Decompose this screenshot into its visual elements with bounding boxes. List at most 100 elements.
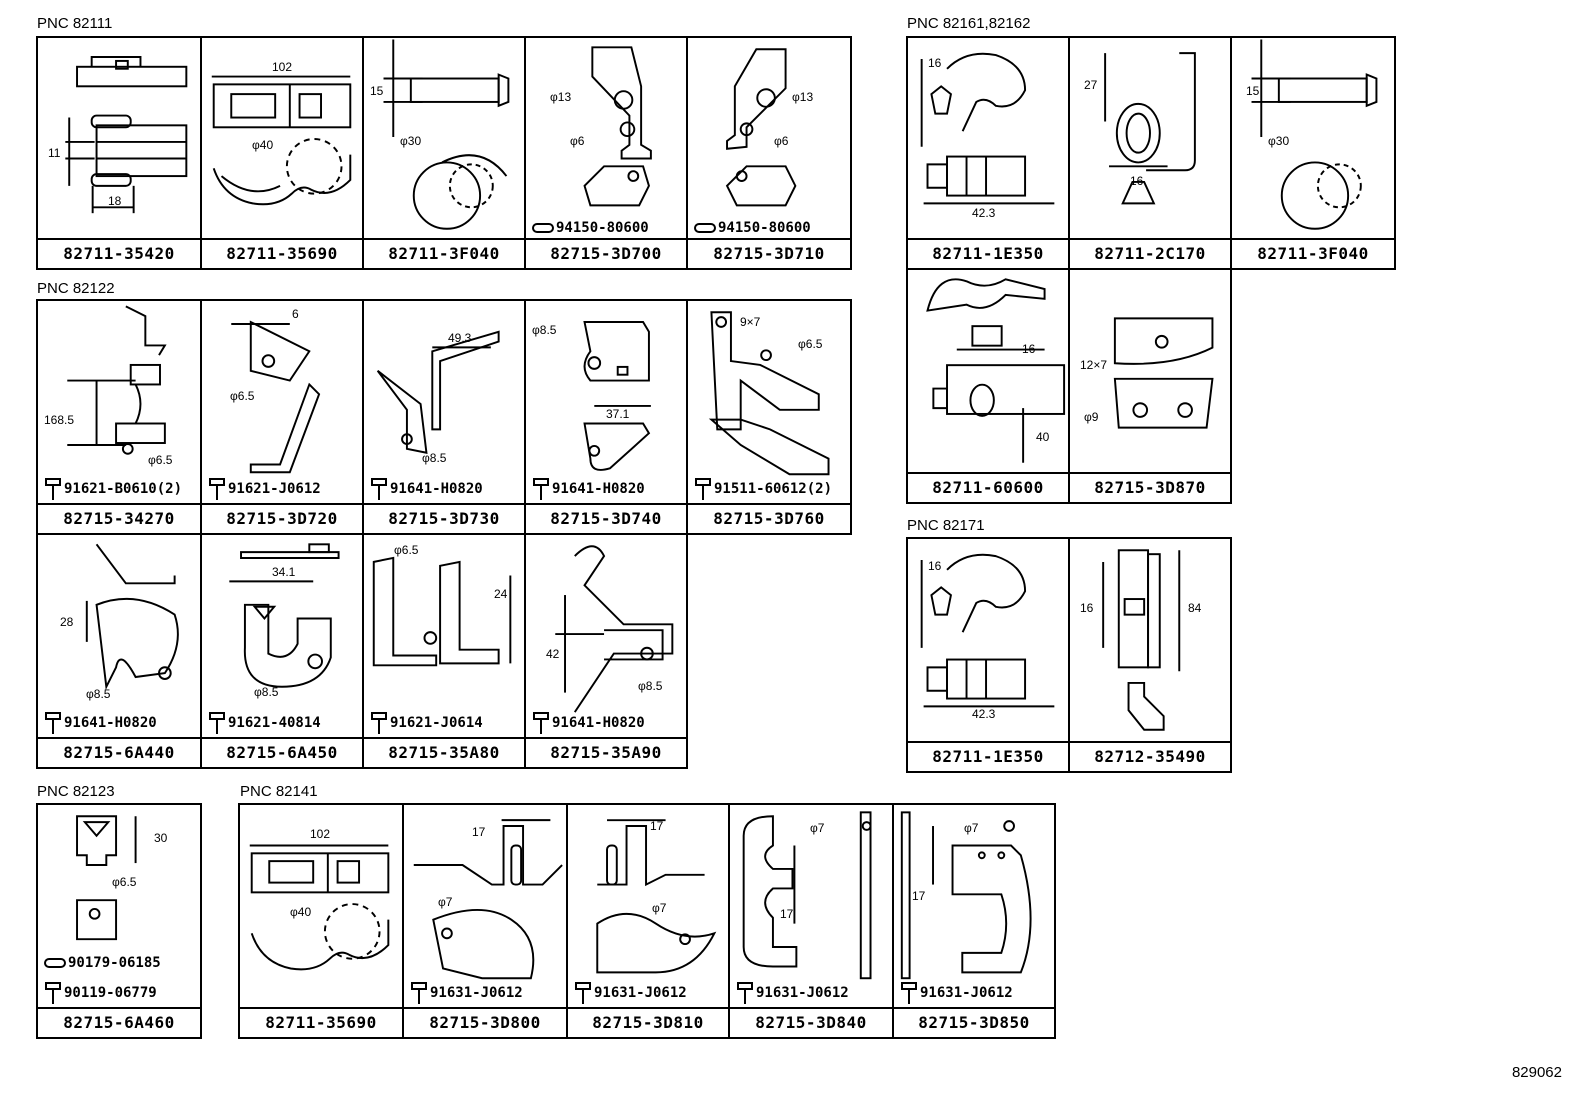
part-cell-82715-6A440[interactable]: 28 φ8.5 91641-H0820 82715-6A440	[36, 533, 202, 769]
part-cell-82715-3D700[interactable]: φ13 φ6 94150-80600 82715-3D700	[524, 36, 688, 270]
fastener: 90179-06185	[44, 955, 161, 971]
part-number: 82711-3F040	[364, 238, 524, 268]
part-cell-82715-6A460[interactable]: 30 φ6.5 90179-06185 90119-06779 82715-6A…	[36, 803, 202, 1039]
section-title-82111: PNC 82111	[37, 15, 113, 32]
dim-label: 16	[1022, 342, 1036, 356]
part-cell-82715-3D800[interactable]: 17 φ7 91631-J0612 82715-3D800	[402, 803, 568, 1039]
part-drawing	[526, 535, 686, 739]
part-cell-82711-3F040[interactable]: 15 φ30 82711-3F040	[362, 36, 526, 270]
part-drawing	[1070, 38, 1230, 240]
part-cell-82715-3D730[interactable]: 49.3 φ8.5 91641-H0820 82715-3D730	[362, 299, 526, 535]
dim-label: φ6.5	[394, 543, 419, 557]
bolt-icon	[45, 982, 61, 1004]
section-title-82141: PNC 82141	[240, 783, 318, 800]
dim-label: 102	[272, 60, 293, 74]
dim-label: 30	[154, 831, 168, 845]
part-cell-82715-3D760[interactable]: 9×7 φ6.5 91511-60612(2) 82715-3D760	[686, 299, 852, 535]
part-number: 82715-35A90	[526, 737, 686, 767]
fastener: 91621-40814	[208, 711, 321, 735]
part-drawing	[202, 38, 362, 240]
part-cell-82715-35A80[interactable]: φ6.5 24 91621-J0614 82715-35A80	[362, 533, 526, 769]
dim-label: 168.5	[44, 413, 75, 427]
fastener: 91631-J0612	[574, 981, 687, 1005]
part-cell-82711-3F040-b[interactable]: 15 φ30 82711-3F040	[1230, 36, 1396, 270]
dim-label: φ40	[290, 905, 312, 919]
dim-label: φ6.5	[230, 389, 255, 403]
part-drawing	[202, 301, 362, 505]
clip-icon	[694, 223, 716, 233]
dim-label: 11	[48, 146, 61, 160]
part-number: 82711-2C170	[1070, 238, 1230, 268]
dim-label: φ7	[652, 901, 667, 915]
dim-label: 15	[370, 84, 384, 98]
part-cell-82711-35690[interactable]: 102 φ40 82711-35690	[200, 36, 364, 270]
dim-label: φ7	[810, 821, 825, 835]
dim-label: φ30	[400, 134, 422, 148]
part-number: 82711-35690	[240, 1007, 402, 1037]
dim-label: 49.3	[448, 331, 472, 345]
part-drawing	[364, 535, 524, 739]
dim-label: 42.3	[972, 206, 996, 220]
part-cell-82711-35420[interactable]: 11 18 82711-35420	[36, 36, 202, 270]
dim-label: φ6	[570, 134, 585, 148]
part-number: 82715-34270	[38, 503, 200, 533]
part-cell-82715-3D840[interactable]: φ7 17 91631-J0612 82715-3D840	[728, 803, 894, 1039]
part-number: 82711-35420	[38, 238, 200, 268]
fastener: 91631-J0612	[900, 981, 1013, 1005]
part-cell-82715-3D870[interactable]: 12×7 φ9 82715-3D870	[1068, 268, 1232, 504]
dim-label: 17	[650, 819, 664, 833]
part-drawing	[38, 38, 200, 240]
part-drawing	[202, 535, 362, 739]
part-number: 82715-3D810	[568, 1007, 728, 1037]
part-cell-82715-35A90[interactable]: 42 φ8.5 91641-H0820 82715-35A90	[524, 533, 688, 769]
part-number: 82715-3D710	[688, 238, 850, 268]
part-cell-82711-2C170[interactable]: 27 16 82711-2C170	[1068, 36, 1232, 270]
part-cell-82715-3D720[interactable]: 6 φ6.5 91621-J0612 82715-3D720	[200, 299, 364, 535]
bolt-icon	[209, 478, 225, 500]
bolt-icon	[45, 478, 61, 500]
part-drawing	[526, 301, 686, 505]
bolt-icon	[533, 478, 549, 500]
part-cell-82715-3D710[interactable]: φ13 φ6 94150-80600 82715-3D710	[686, 36, 852, 270]
part-cell-82711-1E350[interactable]: 16 42.3 82711-1E350	[906, 36, 1070, 270]
dim-label: 9×7	[740, 315, 761, 329]
part-cell-82715-3D740[interactable]: φ8.5 37.1 91641-H0820 82715-3D740	[524, 299, 688, 535]
part-drawing	[908, 38, 1068, 240]
fastener: 91621-J0614	[370, 711, 483, 735]
dim-label: 16	[1130, 174, 1144, 188]
part-drawing	[38, 535, 200, 739]
dim-label: 17	[472, 825, 486, 839]
dim-label: φ7	[438, 895, 453, 909]
bolt-icon	[695, 478, 711, 500]
part-drawing	[38, 805, 200, 1009]
part-drawing	[1232, 38, 1394, 240]
dim-label: 6	[292, 307, 299, 321]
bolt-icon	[45, 712, 61, 734]
part-drawing	[908, 539, 1068, 743]
part-number: 82715-35A80	[364, 737, 524, 767]
part-cell-82712-35490[interactable]: 16 84 82712-35490	[1068, 537, 1232, 773]
part-drawing	[894, 805, 1054, 1009]
fastener: 91621-B0610(2)	[44, 477, 182, 501]
section-title-82171: PNC 82171	[907, 517, 985, 534]
fastener: 91621-J0612	[208, 477, 321, 501]
section-title-82122: PNC 82122	[37, 280, 115, 297]
fastener: 91631-J0612	[410, 981, 523, 1005]
part-number: 82715-3D800	[404, 1007, 566, 1037]
part-cell-82711-35690-b[interactable]: 102 φ40 82711-35690	[238, 803, 404, 1039]
part-cell-82715-3D810[interactable]: 17 φ7 91631-J0612 82715-3D810	[566, 803, 730, 1039]
dim-label: 24	[494, 587, 508, 601]
dim-label: φ13	[792, 90, 814, 104]
part-number: 82715-3D840	[730, 1007, 892, 1037]
part-cell-82715-6A450[interactable]: 34.1 φ8.5 91621-40814 82715-6A450	[200, 533, 364, 769]
part-cell-82711-60600[interactable]: 16 40 82711-60600	[906, 268, 1070, 504]
clip-icon	[44, 958, 66, 968]
part-cell-82715-3D850[interactable]: φ7 17 91631-J0612 82715-3D850	[892, 803, 1056, 1039]
part-cell-82715-34270[interactable]: 168.5 φ6.5 91621-B0610(2) 82715-34270	[36, 299, 202, 535]
part-cell-82711-1E350-b[interactable]: 16 42.3 82711-1E350	[906, 537, 1070, 773]
dim-label: 15	[1246, 84, 1260, 98]
dim-label: 16	[1080, 601, 1094, 615]
part-number: 82711-60600	[908, 472, 1068, 502]
dim-label: 37.1	[606, 407, 630, 421]
dim-label: 28	[60, 615, 74, 629]
